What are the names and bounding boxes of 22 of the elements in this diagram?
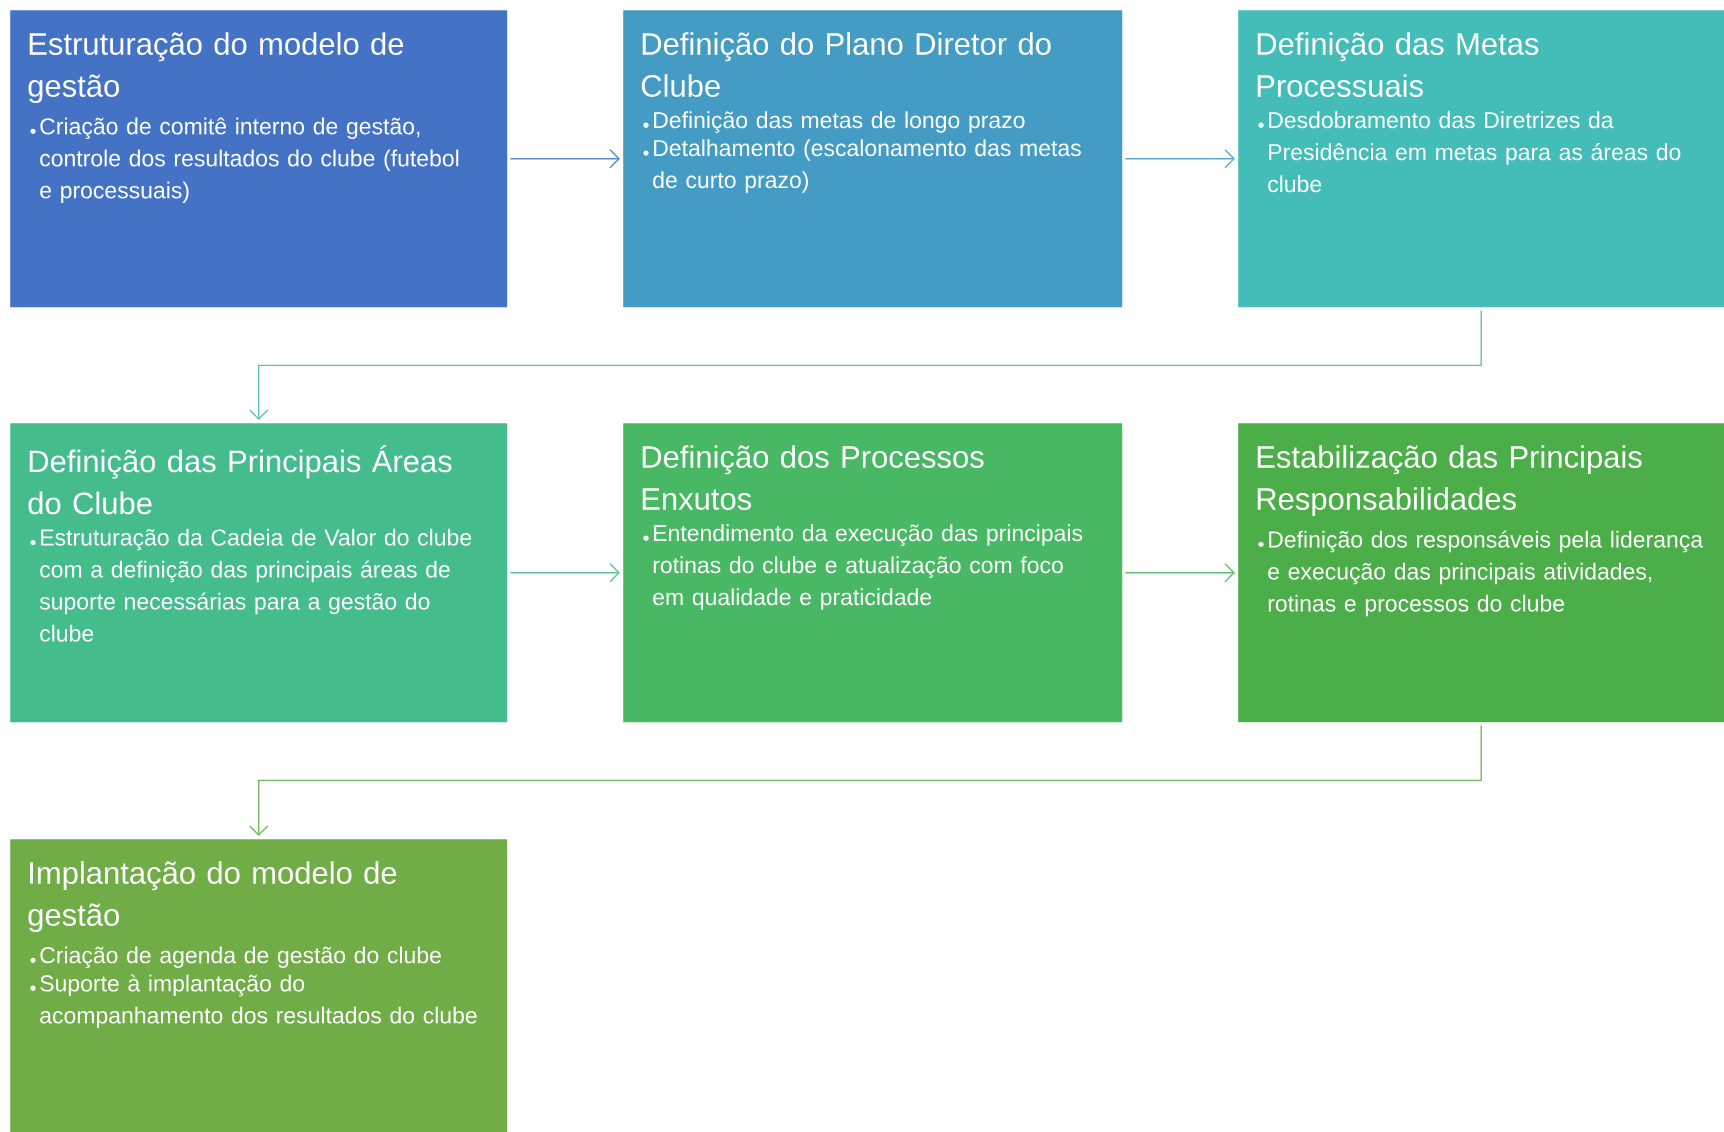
arrow bbox=[249, 724, 1482, 836]
bullet-text: Criação de agenda de gestão do clube bbox=[40, 946, 441, 968]
box-heading: Definição dos Processos Enxutos bbox=[642, 445, 984, 510]
box-heading: Definição das Metas Processuais bbox=[1257, 32, 1539, 97]
bullet-text: Detalhamento (escalonamento das metas de curto prazo) bbox=[653, 139, 1081, 193]
bullet-text: Estruturação da Cadeia de Valor do clube com a definição das principais áreas de suporte necessárias para a gestão do clube bbox=[39, 528, 472, 642]
box-heading: Definição do Plano Diretor do Clube bbox=[641, 32, 1051, 97]
arrow bbox=[1124, 562, 1235, 583]
box-heading: Estabilização das Principais Responsabilidades bbox=[1257, 445, 1642, 517]
bullet-text: Entendimento da execução das principais rotinas do clube e atualização com foco em qualidade e praticidade bbox=[653, 524, 1083, 610]
bullet-text: Definição das metas de longo prazo bbox=[654, 111, 1025, 133]
bullet-text: Criação de comitê interno de gestão, controle dos resultados do clube (futebol e processuais) bbox=[40, 117, 459, 203]
box-heading: Estruturação do modelo de gestão bbox=[28, 32, 404, 104]
arrow bbox=[509, 562, 620, 583]
bullet-text: Desdobramento das Diretrizes da Presidência em metas para as áreas do clube bbox=[1268, 111, 1681, 193]
bullet-text: Suporte à implantação do acompanhamento dos resultados do clube bbox=[40, 974, 477, 1029]
box-heading: Implantação do modelo de gestão bbox=[28, 861, 397, 933]
bullet-text: Definição dos responsáveis pela liderança e execução das principais atividades, rotinas e processos do clube bbox=[1268, 530, 1704, 617]
arrow bbox=[249, 309, 1482, 420]
arrow bbox=[509, 149, 620, 169]
arrow bbox=[1124, 149, 1235, 169]
box-heading: Definição das Principais Áreas do Clube bbox=[28, 445, 452, 515]
